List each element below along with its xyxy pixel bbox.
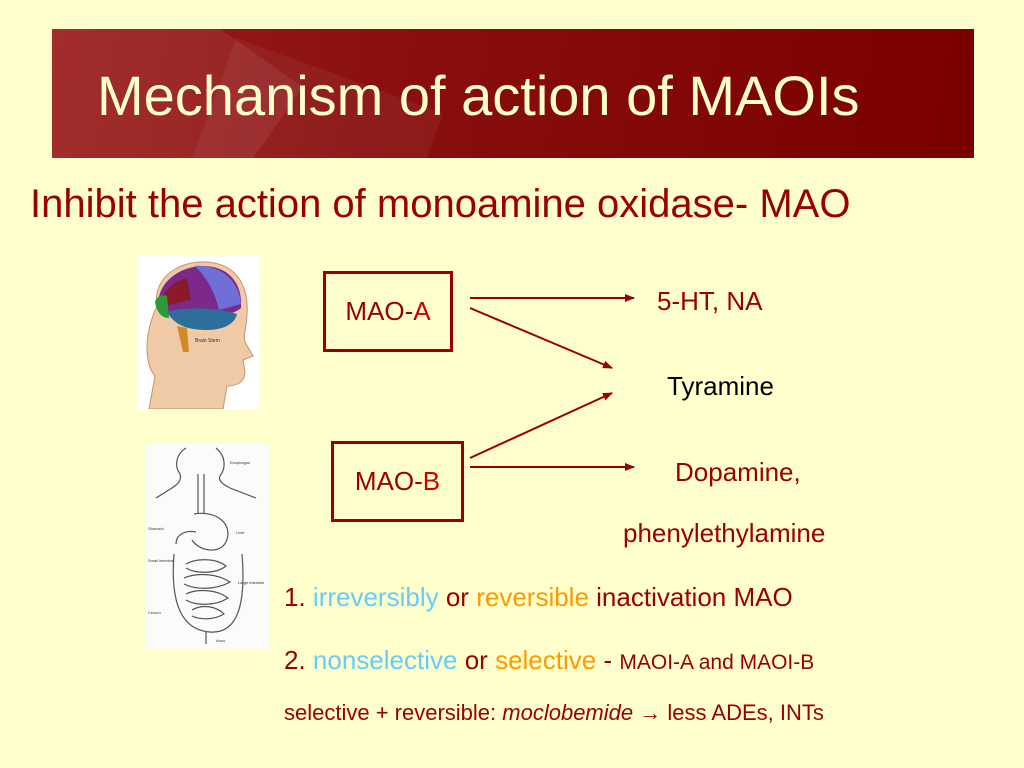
point-2: 2. nonselective or selective - MAOI-A an… [284,645,814,676]
svg-text:Brain Stem: Brain Stem [195,338,220,344]
point-1-term-reversible: reversible [476,582,589,612]
point-2-term-nonselective: nonselective [312,645,458,675]
mao-b-prefix: MAO- [354,466,423,496]
point-1-or: or [445,582,469,612]
mao-a-box: MAO-A [323,271,453,352]
target-5ht-na: 5-HT, NA [657,286,763,316]
slide-subtitle: Inhibit the action of monoamine oxidase-… [30,182,851,226]
point-2-dash: - [603,645,613,675]
point-2-number: 2. [284,645,306,675]
slide-title: Mechanism of action of MAOIs [97,64,860,127]
point-3-drug: moclobemide [502,700,634,725]
point-3-lead: selective + reversible: [284,700,497,725]
point-1: 1. irreversibly or reversible inactivati… [284,582,793,613]
digestive-system-image: Esophagus Stomach Liver Small intestine … [148,447,265,644]
svg-text:Large intestine: Large intestine [238,580,265,585]
target-tyramine: Tyramine [667,371,774,401]
arrow-b-to-tyramine [469,392,613,459]
title-banner: Mechanism of action of MAOIs [52,29,974,158]
svg-text:Cecum: Cecum [148,610,161,615]
brain-head-image: Brain Stem [146,261,254,409]
right-arrow-icon: → [639,700,662,725]
point-3: selective + reversible: moclobemide → le… [284,700,824,726]
arrow-a-to-tyramine [469,307,613,369]
point-2-or: or [464,645,488,675]
digestive-system-illustration: Esophagus Stomach Liver Small intestine … [146,444,269,649]
target-phenylethylamine: phenylethylamine [623,518,826,548]
svg-text:Liver: Liver [236,530,245,535]
point-1-rest: inactivation MAO [596,582,793,612]
svg-text:Anus: Anus [216,638,225,643]
mao-b-box: MAO-B [331,441,464,522]
svg-text:Stomach: Stomach [148,526,164,531]
mao-b-letter: B [422,466,441,496]
brain-head-illustration: Brain Stem [137,256,259,409]
svg-text:Esophagus: Esophagus [230,460,250,465]
point-1-number: 1. [284,582,306,612]
point-2-term-selective: selective [495,645,597,675]
mao-a-letter: A [413,296,431,326]
point-2-rest: MAOI-A and MAOI-B [619,651,815,674]
target-dopamine: Dopamine, [675,457,801,487]
point-3-rest: less ADEs, INTs [667,700,824,725]
svg-text:Small intestine: Small intestine [148,558,175,563]
mao-a-prefix: MAO- [345,296,414,326]
point-1-term-irreversibly: irreversibly [312,582,439,612]
